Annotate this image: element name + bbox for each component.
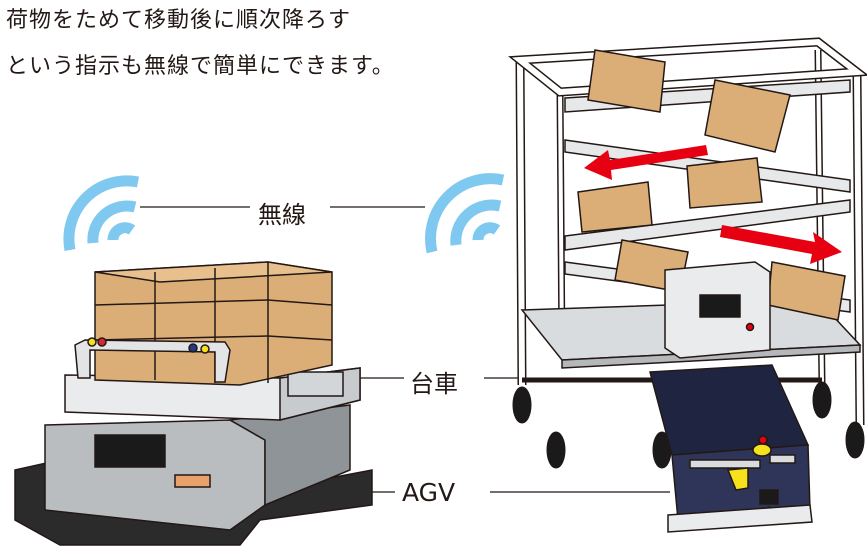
cart-boxes bbox=[577, 49, 846, 321]
wireless-icon-left bbox=[63, 175, 140, 252]
label-wireless: 無線 bbox=[258, 195, 306, 230]
cart-rack bbox=[508, 37, 867, 426]
label-cart: 台車 bbox=[410, 364, 458, 399]
wireless-icon-right bbox=[425, 173, 505, 254]
move-arrows bbox=[584, 145, 842, 264]
caption-line-1: 荷物をためて移動後に順次降ろす bbox=[6, 8, 352, 33]
arrow-left bbox=[584, 145, 708, 180]
caption-line-2: という指示も無線で簡単にできます。 bbox=[6, 54, 395, 79]
agv-left bbox=[14, 261, 373, 546]
cart-device bbox=[664, 261, 771, 359]
label-agv: AGV bbox=[402, 478, 456, 507]
agv-left-plate bbox=[174, 474, 211, 488]
arrow-right bbox=[720, 225, 842, 264]
agv-left-display bbox=[94, 434, 166, 468]
agv-right bbox=[649, 364, 813, 533]
agv-left-boxes bbox=[94, 261, 333, 386]
